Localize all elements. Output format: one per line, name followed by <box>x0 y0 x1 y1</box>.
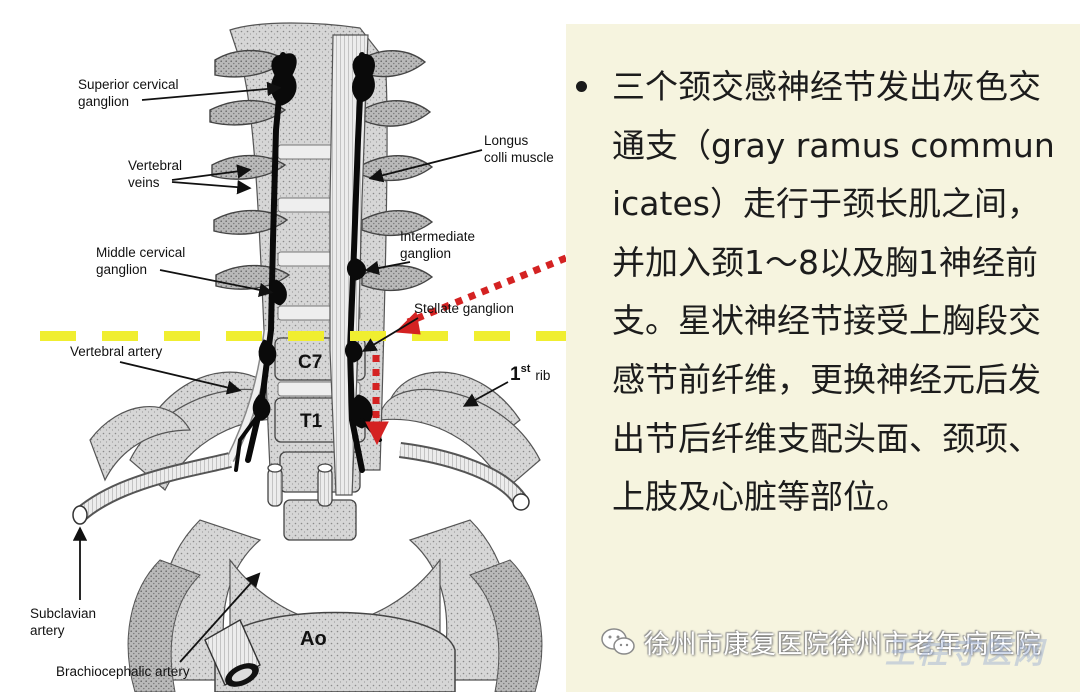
brachiocephalic-artery <box>204 619 261 687</box>
wechat-icon <box>601 628 635 655</box>
label-subclavian-artery: Subclavian artery <box>30 526 96 638</box>
brachiocephalic-artery-text: Brachiocephalic artery <box>56 664 190 679</box>
label-longus-colli-muscle: Longus colli muscle <box>368 133 554 183</box>
carotid-stubs <box>267 463 333 507</box>
vertebral-veins-line2: veins <box>128 175 160 190</box>
vertebral-artery-text: Vertebral artery <box>70 344 163 359</box>
bullet-point <box>576 81 587 92</box>
subclavian-artery-line1: Subclavian <box>30 606 96 621</box>
longus-colli-line2: colli muscle <box>484 150 554 165</box>
bullet-text: 三个颈交感神经节发出灰色交通支（gray ramus communicates）… <box>612 67 1055 517</box>
stellate-ganglion-text: Stellate ganglion <box>414 301 514 316</box>
text-panel <box>566 24 1080 692</box>
label-stellate-ganglion: Stellate ganglion <box>361 301 514 352</box>
c7-label: C7 <box>298 352 322 373</box>
label-vertebral-artery: Vertebral artery <box>70 344 242 395</box>
subclavian-artery-line2: artery <box>30 623 65 638</box>
t1-label: T1 <box>300 411 323 432</box>
watermark-text: 徐州市康复医院徐州市老年病医院 <box>644 629 1042 660</box>
label-superior-cervical-ganglion: Superior cervical ganglion <box>78 77 282 109</box>
superior-cervical-ganglion-line2: ganglion <box>78 94 129 109</box>
subclavian-artery-right <box>399 442 530 511</box>
middle-cervical-ganglion-line2: ganglion <box>96 262 147 277</box>
sympathetic-trunk-right <box>345 52 382 473</box>
intermediate-ganglion-line1: Intermediate <box>400 229 475 244</box>
middle-cervical-ganglion-line1: Middle cervical <box>96 245 185 260</box>
superior-cervical-ganglion-line1: Superior cervical <box>78 77 179 92</box>
watermark-faint-text: 王柱守医网 <box>885 636 1045 671</box>
watermark: 徐州市康复医院徐州市老年病医院 <box>600 624 1042 660</box>
longus-colli-line1: Longus <box>484 133 529 148</box>
vertebral-veins-line1: Vertebral <box>128 158 182 173</box>
label-brachiocephalic-artery: Brachiocephalic artery <box>56 572 261 679</box>
subclavian-artery-left <box>72 452 232 525</box>
label-middle-cervical-ganglion: Middle cervical ganglion <box>96 245 274 297</box>
label-intermediate-ganglion: Intermediate ganglion <box>364 229 475 276</box>
aorta-label: Ao <box>300 628 327 650</box>
label-vertebral-veins: Vertebral veins <box>128 158 252 195</box>
intermediate-ganglion-line2: ganglion <box>400 246 451 261</box>
